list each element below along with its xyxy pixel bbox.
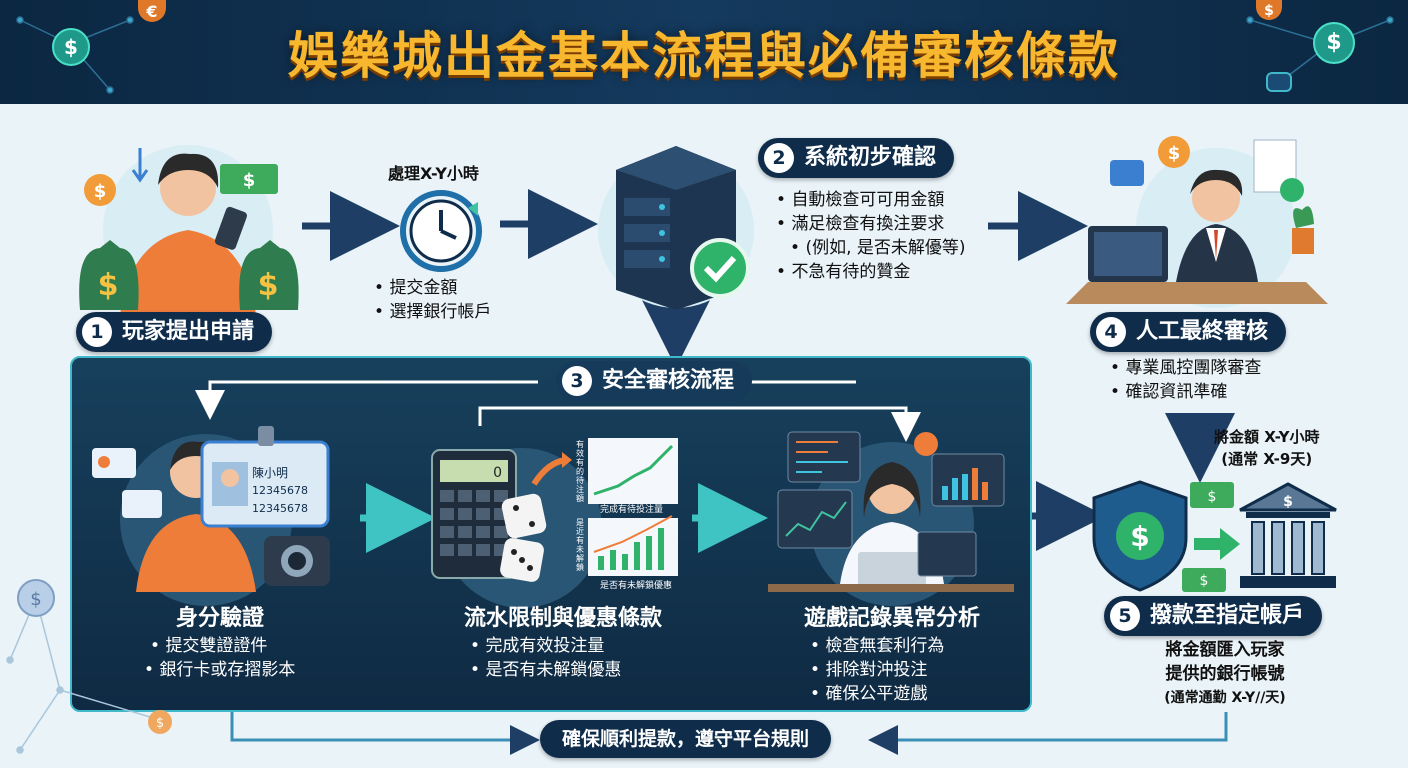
id-card-name: 陳小明 — [252, 466, 289, 480]
step3-pill: 3 安全審核流程 — [556, 361, 753, 401]
wagering-bullets: 完成有效投注量 是否有未解鎖優惠 — [470, 634, 621, 682]
step5-pill: 5 撥款至指定帳戶 — [1104, 596, 1323, 636]
analysis-title: 遊戲記錄異常分析 — [803, 606, 980, 631]
svg-text:$: $ — [30, 589, 41, 610]
bullet-item: 自動檢查可可用金額 — [776, 188, 966, 212]
bullet-item: (例如, 是否未解優等) — [776, 236, 965, 260]
bullet-item: 選擇銀行帳戶 — [374, 300, 491, 324]
chart1-caption: 完成有待投注量 — [600, 505, 664, 515]
reviewer-desk-illustration: $ — [1066, 136, 1328, 308]
svg-text:$: $ — [156, 716, 164, 731]
bullet-item: 確保公平遊戲 — [810, 682, 944, 706]
dollar-coin-icon: $ — [1256, 0, 1282, 20]
step5-description: 將金額匯入玩家 提供的銀行帳號 (通常通勤 X-Y//天) — [1110, 638, 1340, 710]
svg-text:0: 0 — [493, 465, 502, 481]
analysis-bullets: 檢查無套利行為 排除對沖投注 確保公平遊戲 — [810, 634, 944, 706]
bullet-item: 是否有未解鎖優惠 — [470, 658, 621, 682]
svg-text:$: $ — [258, 268, 279, 303]
step5-number: 5 — [1110, 601, 1140, 631]
link-icon — [1266, 72, 1292, 92]
identity-bullets: 提交雙證證件 銀行卡或存摺影本 — [144, 634, 295, 682]
step2-bullets: 自動檢查可可用金額 滿足檢查有換注要求 (例如, 是否未解優等) 不急有待的贊金 — [776, 188, 966, 284]
server-check-illustration — [598, 146, 754, 310]
bullet-item: 專業風控團隊審查 — [1110, 356, 1261, 380]
step1-number: 1 — [82, 317, 112, 347]
transfer-note-line2: (通常 X-9天) — [1221, 450, 1313, 468]
bullet-item: 完成有效投注量 — [470, 634, 621, 658]
footer-label: 確保順利提款，遵守平台規則 — [562, 728, 810, 750]
euro-coin-icon: € — [138, 0, 166, 22]
bullet-item: 提交金額 — [374, 276, 491, 300]
svg-text:$: $ — [98, 268, 119, 303]
wagering-title: 流水限制與優惠條款 — [463, 606, 662, 631]
step1-pill: 1 玩家提出申請 — [76, 312, 273, 352]
step2-number: 2 — [764, 143, 794, 173]
dollar-coin-icon: $ — [52, 28, 90, 66]
bullet-item: 滿足檢查有換注要求 — [776, 212, 966, 236]
id-card-number-1: 12345678 — [252, 484, 308, 497]
svg-text:$: $ — [1130, 520, 1149, 553]
network-decoration: $ $ — [6, 579, 172, 754]
svg-text:$: $ — [1208, 489, 1217, 505]
svg-text:$: $ — [94, 181, 107, 202]
bullet-item: 不急有待的贊金 — [776, 260, 966, 284]
step2-pill: 2 系統初步確認 — [758, 138, 955, 178]
svg-text:$: $ — [243, 170, 256, 191]
wagering-illustration: 0 — [431, 438, 678, 608]
header-banner — [0, 0, 1408, 104]
step3-label: 安全審核流程 — [602, 368, 735, 393]
step5-desc-line: 將金額匯入玩家 — [1165, 640, 1285, 660]
chart2-side-label: 是近有未解鎖 — [576, 518, 584, 572]
bullet-item: 確認資訊準確 — [1110, 380, 1261, 404]
clock-bullets: 提交金額 選擇銀行帳戶 — [374, 276, 491, 324]
svg-text:$: $ — [1168, 143, 1181, 164]
step5-desc-line: (通常通勤 X-Y//天) — [1164, 690, 1286, 706]
step5-label: 撥款至指定帳戶 — [1150, 603, 1305, 628]
page-title: 娛樂城出金基本流程與必備審核條款 — [288, 27, 1120, 85]
player-phone-illustration: $ $ $ $ — [79, 145, 299, 315]
transfer-note: 將金額 X-Y小時 (通常 X-9天) — [1214, 426, 1319, 470]
step2-label: 系統初步確認 — [804, 145, 937, 170]
bank-transfer-illustration: $ $ $ $ — [1092, 480, 1337, 592]
id-card-number-2: 12345678 — [252, 502, 308, 515]
clock-icon — [400, 190, 482, 272]
step4-pill: 4 人工最終審核 — [1090, 312, 1287, 352]
processing-time-label: 處理X-Y小時 — [388, 164, 479, 183]
bullet-item: 排除對沖投注 — [810, 658, 944, 682]
svg-text:$: $ — [1200, 573, 1209, 589]
svg-text:$: $ — [1283, 494, 1293, 510]
chart1-side-label: 有效有的待注額 — [576, 440, 584, 503]
bullet-item: 銀行卡或存摺影本 — [144, 658, 295, 682]
footer-banner: 確保順利提款，遵守平台規則 — [540, 720, 832, 758]
step4-bullets: 專業風控團隊審查 確認資訊準確 — [1110, 356, 1261, 404]
step3-number: 3 — [562, 366, 592, 396]
bullet-item: 提交雙證證件 — [144, 634, 295, 658]
dollar-coin-icon: $ — [1313, 22, 1355, 64]
game-analysis-illustration — [768, 431, 1014, 606]
step1-label: 玩家提出申請 — [122, 319, 255, 344]
identity-title: 身分驗證 — [175, 606, 264, 631]
step5-desc-line: 提供的銀行帳號 — [1165, 664, 1285, 684]
chart2-caption: 是否有未解鎖優惠 — [600, 581, 673, 591]
identity-verification-illustration — [92, 426, 330, 606]
step4-number: 4 — [1096, 317, 1126, 347]
transfer-note-line1: 將金額 X-Y小時 — [1214, 428, 1320, 446]
step4-label: 人工最終審核 — [1136, 319, 1269, 344]
bullet-item: 檢查無套利行為 — [810, 634, 944, 658]
